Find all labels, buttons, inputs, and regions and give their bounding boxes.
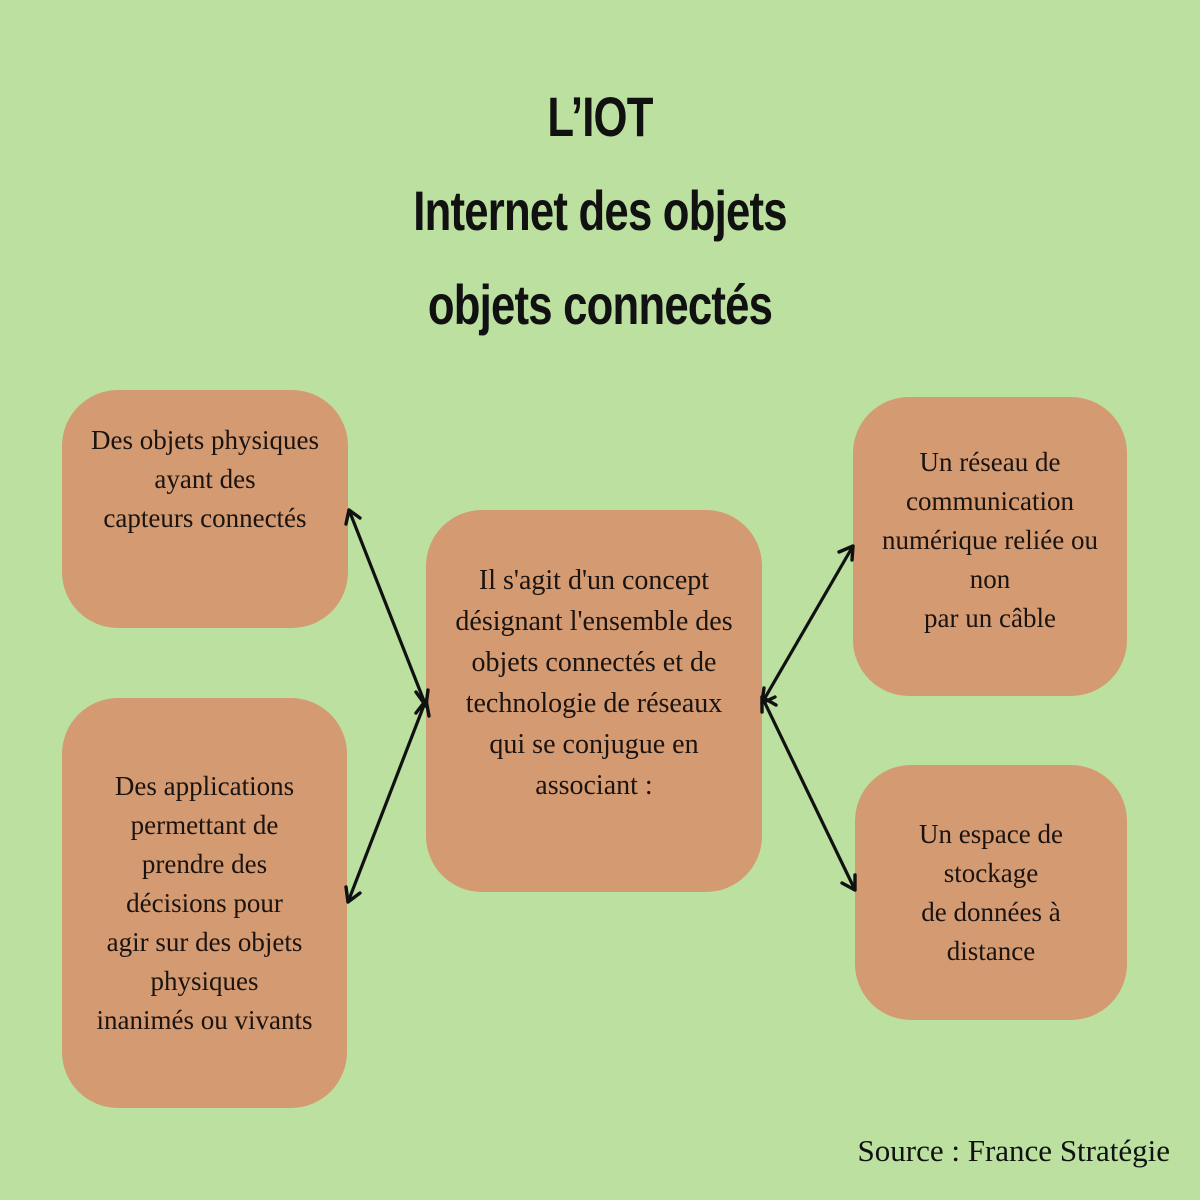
box-physical-objects: Des objets physiques ayant des capteurs … (62, 390, 348, 628)
box-central-concept-text: Il s'agit d'un concept désignant l'ensem… (455, 565, 733, 801)
box-communication-network: Un réseau de communication numérique rel… (853, 397, 1127, 696)
title-line-acronym: L’IOT (547, 85, 653, 148)
box-communication-network-text: Un réseau de communication numérique rel… (882, 447, 1098, 633)
arrowhead-icon (840, 873, 857, 892)
arrowhead-icon (760, 686, 777, 705)
box-applications: Des applications permettant de prendre d… (62, 698, 347, 1108)
box-applications-text: Des applications permettant de prendre d… (96, 770, 313, 1035)
arrow-center-to-communication-network (760, 544, 855, 705)
arrow-center-to-remote-storage (760, 695, 857, 892)
arrowhead-icon (760, 695, 778, 714)
arrow-center-to-physical-objects (347, 508, 428, 708)
box-remote-storage-text: Un espace de stockage de données à dista… (919, 818, 1063, 966)
box-central-concept: Il s'agit d'un concept désignant l'ensem… (426, 510, 762, 892)
arrowhead-icon (837, 544, 855, 562)
diagram-title: L’IOT Internet des objets objets connect… (0, 70, 1200, 352)
box-physical-objects-text: Des objets physiques ayant des capteurs … (91, 424, 319, 533)
arrowhead-icon (344, 508, 362, 526)
box-remote-storage: Un espace de stockage de données à dista… (855, 765, 1127, 1020)
title-line-objets-connectes: objets connectés (427, 273, 773, 336)
arrow-center-to-applications (346, 698, 428, 904)
title-line-internet-des-objets: Internet des objets (413, 179, 787, 242)
source-credit: Source : France Stratégie (857, 1133, 1170, 1168)
arrowhead-icon (344, 885, 362, 904)
